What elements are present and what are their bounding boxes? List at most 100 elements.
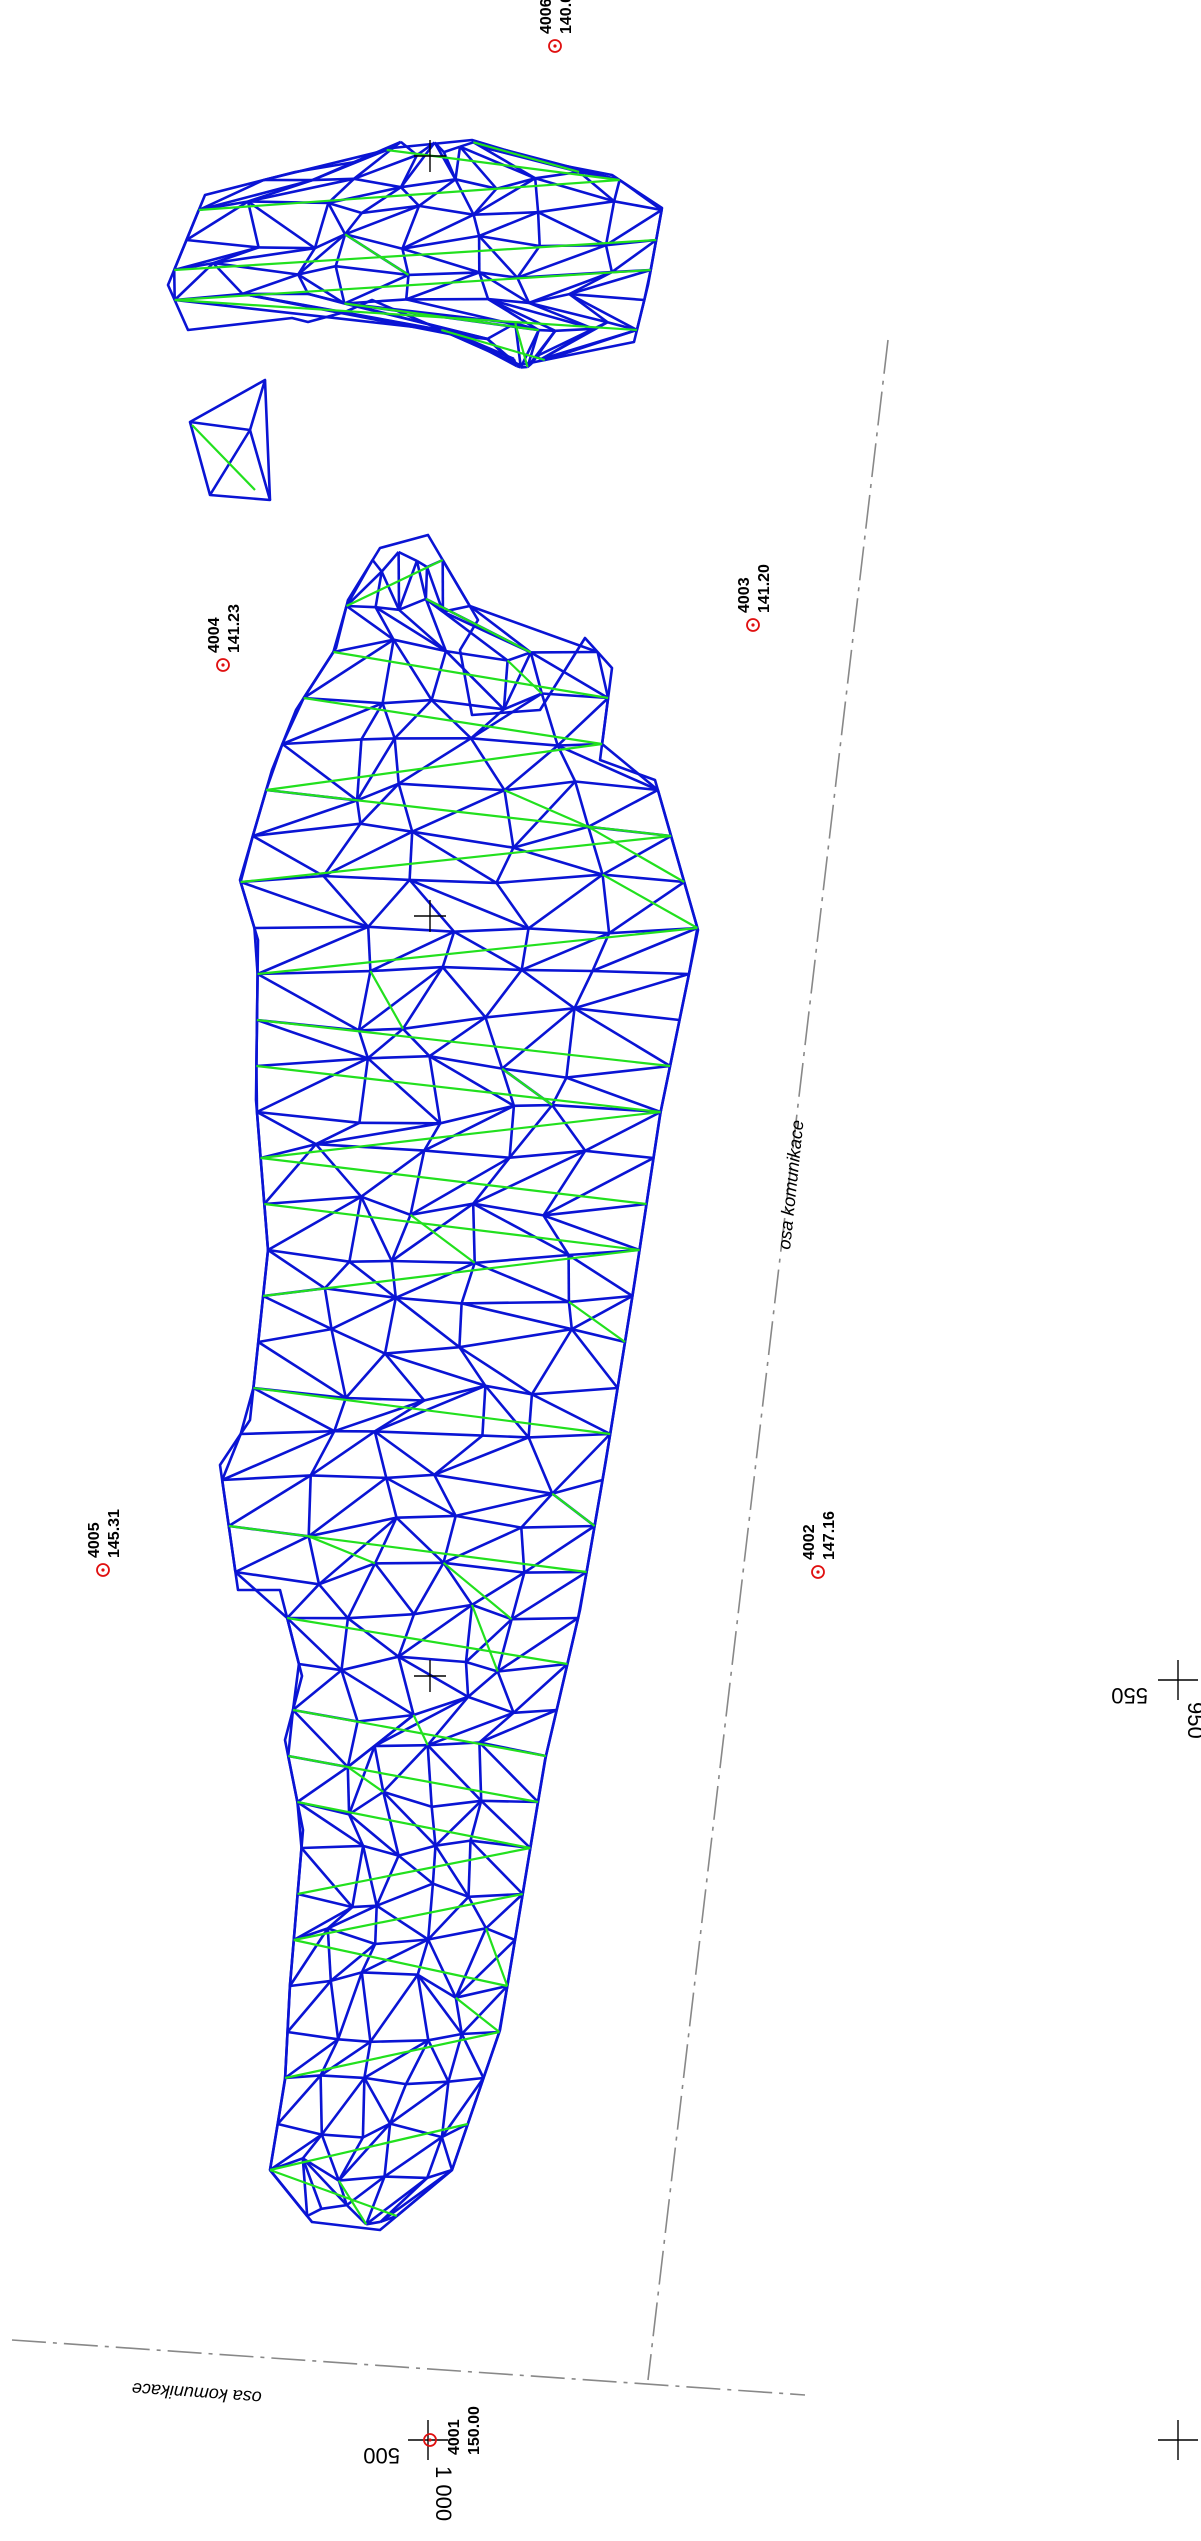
main-tin-edge-311 (309, 1430, 336, 1477)
upper-tin-edge-45 (533, 178, 540, 213)
main-tin-edge-170 (428, 1016, 487, 1058)
main-tin-edge-254 (567, 1253, 634, 1298)
main-tin-edge-580 (380, 2214, 398, 2224)
main-tin-edge-512 (287, 2030, 339, 2041)
upper-breakline-5 (174, 268, 651, 302)
main-tin-edge-265 (383, 1297, 398, 1354)
main-tin-edge-82 (398, 782, 505, 792)
main-tin-edge-558 (440, 2136, 454, 2171)
main-tin-edge-460 (434, 1844, 470, 1898)
main-tin-edge-354 (374, 1561, 444, 1565)
upper-tin-edge-18 (459, 145, 498, 190)
tin-edges-main (220, 550, 699, 2226)
main-tin-edge-84 (575, 780, 659, 792)
main-tin-edge-259 (461, 1300, 569, 1305)
main-tin-edge-149 (255, 973, 259, 1021)
main-tin-edge-184 (367, 1057, 442, 1125)
main-tin-edge-143 (687, 927, 699, 975)
main-tin-edge-77 (556, 745, 577, 783)
main-tin-edge-498 (361, 1971, 418, 1976)
upper-tin-edge-98 (611, 238, 657, 274)
upper-tin-edge-12 (353, 153, 418, 181)
main-tin-edge-70 (281, 742, 358, 802)
main-tin-edge-99 (513, 825, 589, 849)
upper-tin-edge-5 (459, 141, 474, 148)
main-tin-edge-455 (351, 1845, 365, 1908)
main-tin-edge-389 (291, 1663, 301, 1711)
main-tin-edge-317 (527, 1436, 554, 1495)
main-tin-edge-284 (458, 1346, 533, 1396)
main-tin-edge-124 (527, 873, 604, 930)
main-tin-edge-414 (478, 1708, 558, 1744)
main-tin-edge-415 (544, 1709, 558, 1757)
upper-tin-edge-154 (538, 328, 556, 333)
main-tin-edge-175 (668, 1019, 681, 1067)
grid-cross-inner-3 (414, 1660, 446, 1692)
grid-label-1000: 1 000 (431, 2466, 456, 2521)
main-tin-edge-183 (358, 1058, 370, 1123)
main-tin-edge-76 (503, 744, 559, 792)
main-tin-edge-465 (352, 1904, 377, 1909)
main-tin-edge-319 (601, 1433, 612, 1481)
main-tin-edge-394 (397, 1655, 469, 1699)
main-tin-edge-290 (423, 1384, 486, 1402)
upper-tin-edge-69 (478, 210, 539, 238)
upper-tin-edge-120 (516, 277, 531, 304)
main-breakline-2 (333, 650, 609, 700)
main-tin-edge-57 (393, 699, 433, 740)
main-tin-edge-115 (496, 873, 603, 885)
main-breakline-34 (297, 1846, 531, 1896)
upper-tin-edge-91 (401, 248, 410, 276)
main-tin-edge-315 (433, 1434, 484, 1476)
main-tin-edge-22 (345, 604, 395, 641)
upper-tin-edge-121 (528, 270, 613, 305)
main-tin-edge-295 (333, 1397, 348, 1432)
main-tin-edge-562 (338, 2175, 385, 2182)
main-tin-edge-63 (600, 697, 610, 745)
main-tin-edge-501 (286, 1985, 292, 2033)
tin-edge-small-3 (248, 429, 272, 501)
main-tin-edge-123 (495, 882, 530, 930)
main-tin-edge-533 (276, 2077, 287, 2125)
main-tin-edge-374 (286, 1617, 343, 1672)
main-tin-edge-26 (424, 598, 448, 652)
main-tin-edge-119 (322, 875, 370, 928)
main-tin-edge-538 (363, 2077, 392, 2125)
main-tin-edge-325 (220, 1479, 231, 1527)
point-marker-4003 (746, 618, 760, 632)
main-tin-edge-392 (340, 1669, 415, 1717)
upper-tin-edge-46 (534, 177, 615, 203)
main-tin-edge-383 (566, 1617, 580, 1665)
main-tin-edge-186 (428, 1055, 515, 1107)
main-tin-edge-484 (485, 1927, 516, 1942)
main-tin-edge-361 (373, 1562, 416, 1615)
main-tin-edge-7 (374, 571, 383, 608)
main-breakline-14 (256, 1064, 661, 1114)
main-breakline-25 (308, 1535, 376, 1565)
main-tin-edge-56 (381, 702, 396, 739)
main-tin-edge-449 (362, 1844, 399, 1857)
point-elevation-4004: 141.23 (226, 604, 243, 653)
main-tin-edge-113 (323, 874, 410, 882)
main-tin-edge-241 (349, 1259, 392, 1263)
main-tin-edge-261 (257, 1295, 265, 1343)
grid-cross-500-1000 (408, 2420, 448, 2460)
main-tin-edge-456 (361, 1845, 378, 1906)
upper-breakline-8 (440, 328, 546, 362)
main-tin-edge-515 (428, 2032, 463, 2042)
main-tin-edge-250 (395, 1261, 476, 1299)
main-tin-edge-71 (355, 739, 363, 801)
main-tin-edge-347 (442, 1515, 457, 1564)
main-tin-edge-487 (326, 1928, 333, 1981)
upper-tin-edge-53 (361, 204, 420, 215)
point-number-4005: 4005 (86, 1522, 103, 1558)
main-tin-edge-453 (296, 1847, 303, 1895)
main-tin-edge-513 (337, 2038, 371, 2044)
main-tin-edge-503 (329, 1980, 340, 2040)
main-tin-edge-371 (471, 1603, 513, 1621)
upper-tin-edge-43 (472, 187, 498, 216)
main-tin-edge-150 (256, 972, 360, 1032)
upper-tin-edge-78 (344, 233, 403, 250)
main-tin-edge-403 (467, 1695, 515, 1715)
main-tin-edge-564 (426, 2168, 453, 2180)
